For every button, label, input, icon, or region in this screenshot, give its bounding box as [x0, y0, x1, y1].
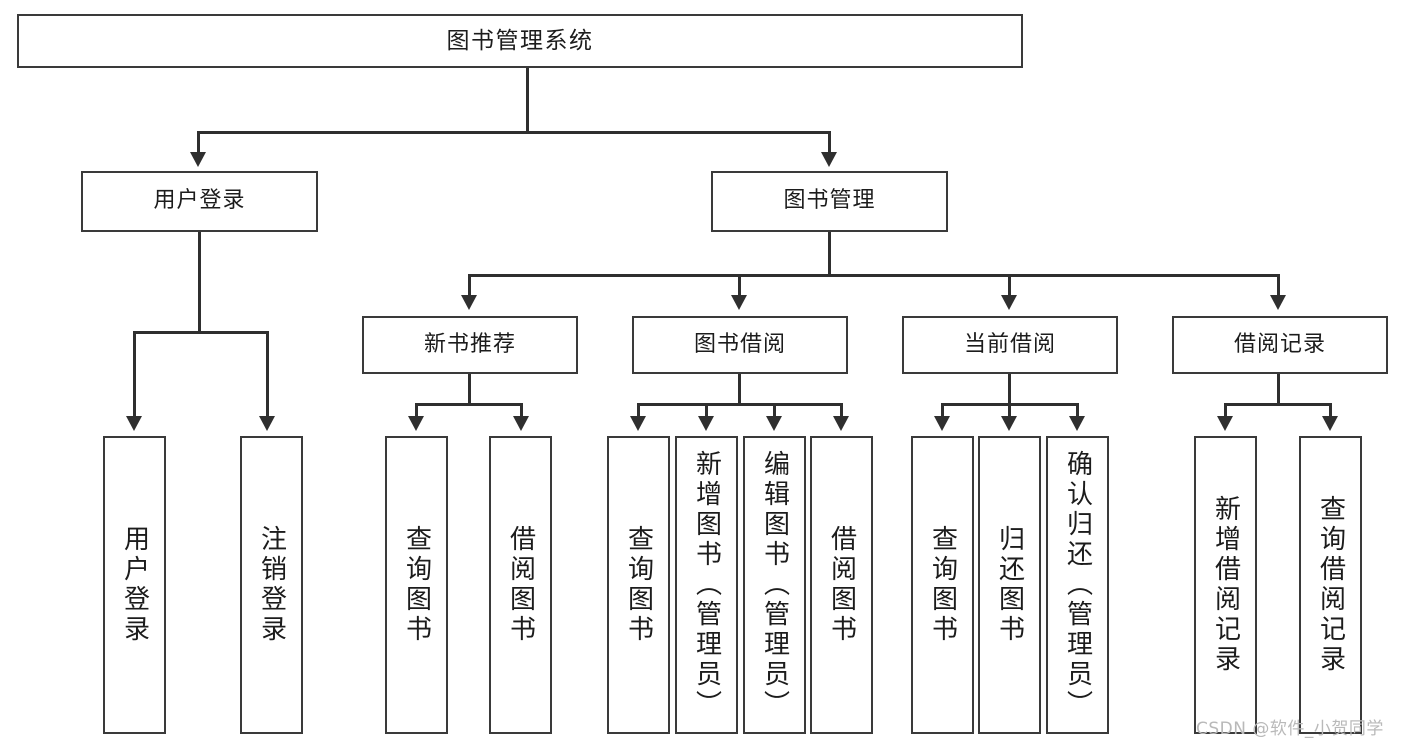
arrowhead-bb-to-leaf-2 [698, 416, 714, 431]
node-book-management[interactable]: 图书管理 [711, 171, 948, 232]
connector-bm-to-new-book [468, 274, 471, 296]
node-label: 新书推荐 [423, 331, 516, 357]
arrowhead-cb-to-leaf-1 [934, 416, 950, 431]
connector-user-login-stem [198, 232, 201, 334]
node-label: 当前借阅 [963, 331, 1056, 357]
node-label: 查询图书 [623, 525, 654, 645]
node-label: 查询图书 [401, 525, 432, 645]
node-leaf-confirm-return[interactable]: 确认归还（管理员） [1046, 436, 1109, 734]
arrowhead-bb-to-leaf-3 [766, 416, 782, 431]
node-label: 新增图书（管理员） [691, 450, 722, 720]
arrowhead-root-to-user-login [190, 152, 206, 167]
node-label: 借阅图书 [826, 525, 857, 645]
arrowhead-bm-to-current-borrow [1001, 295, 1017, 310]
node-label: 查询借阅记录 [1315, 495, 1346, 675]
connector-new-book-bar [415, 403, 523, 406]
connector-user-login-to-leaf-1 [133, 331, 136, 417]
connector-cb-to-leaf-1 [941, 403, 944, 417]
arrowhead-user-login-to-leaf-1 [126, 416, 142, 431]
connector-bb-to-leaf-4 [840, 403, 843, 417]
node-leaf-query-book-1[interactable]: 查询图书 [385, 436, 448, 734]
connector-borrow-record-bar [1224, 403, 1332, 406]
node-leaf-borrow-book-1[interactable]: 借阅图书 [489, 436, 552, 734]
connector-cb-to-leaf-2 [1008, 403, 1011, 417]
node-label: 借阅记录 [1233, 331, 1326, 357]
node-label: 归还图书 [994, 525, 1025, 645]
arrowhead-bb-to-leaf-1 [630, 416, 646, 431]
node-label: 查询图书 [927, 525, 958, 645]
node-label: 图书管理系统 [446, 27, 594, 54]
node-new-book-recommend[interactable]: 新书推荐 [362, 316, 578, 374]
node-label: 图书管理 [783, 188, 876, 214]
node-label: 确认归还（管理员） [1062, 450, 1093, 720]
node-label: 借阅图书 [505, 525, 536, 645]
connector-root-bar [197, 131, 831, 134]
connector-new-book-stem [468, 374, 471, 405]
connector-borrow-record-stem [1277, 374, 1280, 405]
arrowhead-new-book-to-leaf-2 [513, 416, 529, 431]
connector-book-borrow-bar [637, 403, 843, 406]
node-user-login[interactable]: 用户登录 [81, 171, 318, 232]
node-leaf-add-book[interactable]: 新增图书（管理员） [675, 436, 738, 734]
node-borrow-record[interactable]: 借阅记录 [1172, 316, 1388, 374]
connector-root-to-user-login [197, 131, 200, 153]
node-label: 用户登录 [119, 525, 150, 645]
node-leaf-edit-book[interactable]: 编辑图书（管理员） [743, 436, 806, 734]
node-label: 注销登录 [256, 525, 287, 645]
connector-br-to-leaf-1 [1224, 403, 1227, 417]
connector-bb-to-leaf-1 [637, 403, 640, 417]
node-label: 编辑图书（管理员） [759, 450, 790, 720]
watermark-text: CSDN @软件_小贺同学 [1196, 719, 1384, 739]
connector-root-to-book-management [828, 131, 831, 153]
arrowhead-user-login-to-leaf-2 [259, 416, 275, 431]
arrowhead-br-to-leaf-2 [1322, 416, 1338, 431]
connector-bm-to-current-borrow [1008, 274, 1011, 296]
connector-new-book-to-leaf-1 [415, 403, 418, 417]
node-label: 新增借阅记录 [1210, 495, 1241, 675]
connector-bb-to-leaf-2 [705, 403, 708, 417]
connector-new-book-to-leaf-2 [520, 403, 523, 417]
node-leaf-user-login[interactable]: 用户登录 [103, 436, 166, 734]
connector-br-to-leaf-2 [1329, 403, 1332, 417]
connector-user-login-to-leaf-2 [266, 331, 269, 417]
arrowhead-root-to-book-management [821, 152, 837, 167]
connector-book-management-stem [828, 232, 831, 277]
connector-user-login-bar [133, 331, 269, 334]
node-leaf-borrow-book-2[interactable]: 借阅图书 [810, 436, 873, 734]
arrowhead-bm-to-book-borrow [731, 295, 747, 310]
connector-current-borrow-stem [1008, 374, 1011, 405]
connector-root-stem [526, 68, 529, 133]
connector-bb-to-leaf-3 [773, 403, 776, 417]
node-root-book-management-system[interactable]: 图书管理系统 [17, 14, 1023, 68]
arrowhead-cb-to-leaf-2 [1001, 416, 1017, 431]
connector-cb-to-leaf-3 [1076, 403, 1079, 417]
node-current-borrow[interactable]: 当前借阅 [902, 316, 1118, 374]
arrowhead-cb-to-leaf-3 [1069, 416, 1085, 431]
node-label: 用户登录 [153, 188, 246, 214]
node-leaf-query-record[interactable]: 查询借阅记录 [1299, 436, 1362, 734]
arrowhead-bb-to-leaf-4 [833, 416, 849, 431]
arrowhead-bm-to-new-book [461, 295, 477, 310]
node-leaf-add-record[interactable]: 新增借阅记录 [1194, 436, 1257, 734]
arrowhead-br-to-leaf-1 [1217, 416, 1233, 431]
connector-book-borrow-stem [738, 374, 741, 405]
node-leaf-query-book-3[interactable]: 查询图书 [911, 436, 974, 734]
node-leaf-query-book-2[interactable]: 查询图书 [607, 436, 670, 734]
arrowhead-bm-to-borrow-record [1270, 295, 1286, 310]
node-leaf-logout-login[interactable]: 注销登录 [240, 436, 303, 734]
node-book-borrow[interactable]: 图书借阅 [632, 316, 848, 374]
connector-bm-to-borrow-record [1277, 274, 1280, 296]
connector-book-management-bar [468, 274, 1280, 277]
arrowhead-new-book-to-leaf-1 [408, 416, 424, 431]
node-leaf-return-book[interactable]: 归还图书 [978, 436, 1041, 734]
connector-bm-to-book-borrow [738, 274, 741, 296]
node-label: 图书借阅 [693, 331, 786, 357]
